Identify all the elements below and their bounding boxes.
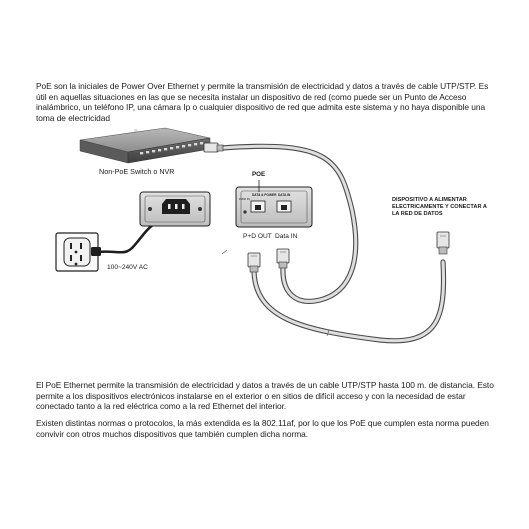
switch-label: Non-PoE Switch o NVR [99, 167, 175, 176]
intro-paragraph: PoE son la iniciales de Power Over Ether… [36, 81, 489, 123]
device-label-line-2: ELECTRICAMENTE Y CONECTAR A [392, 204, 487, 211]
poe-injector [235, 180, 313, 228]
power-adapter [139, 191, 211, 227]
pwr-in-label: PWR IN [239, 197, 250, 201]
device-label: DISPOSITIVO A ALIMENTAR ELECTRICAMENTE Y… [392, 197, 487, 219]
wall-outlet [55, 232, 101, 272]
data-in-port-label: DATA IN [278, 193, 291, 197]
data-in-label: Data IN [275, 233, 298, 240]
body-paragraph-2: Existen distintas normas o protocolos, l… [36, 418, 489, 439]
switch-ports [134, 128, 204, 155]
non-poe-switch [79, 127, 224, 164]
rj45-plug-pd-out [247, 252, 261, 273]
voltage-label: 100~240V AC [107, 264, 148, 271]
pd-out-label: P+D OUT [243, 233, 272, 240]
cables [96, 143, 447, 344]
poe-label: POE [252, 171, 266, 178]
device-label-line-3: LA RED DE DATOS [392, 211, 443, 218]
body-paragraph-1: El PoE Ethernet permite la transmisión d… [36, 380, 494, 412]
device-label-line-1: DISPOSITIVO A ALIMENTAR [392, 197, 467, 203]
rj45-plug-device [436, 231, 450, 255]
rj45-plug-data-in [276, 248, 290, 269]
rj45-plug-switch [203, 142, 219, 153]
data-power-port-label: DATA & POWER [252, 193, 277, 197]
power-plug [91, 247, 101, 256]
